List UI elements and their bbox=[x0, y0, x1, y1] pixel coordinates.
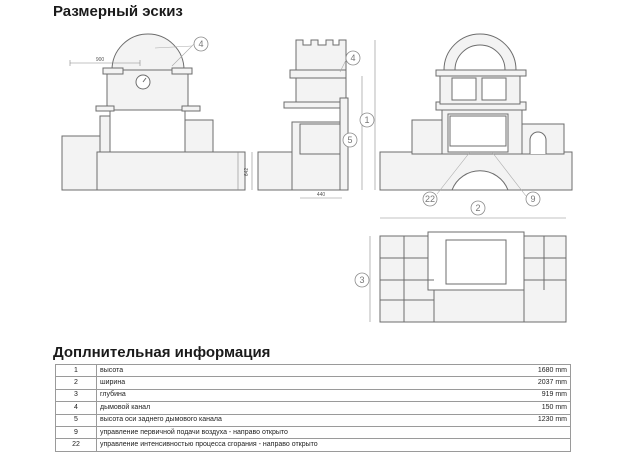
dim-440: 440 bbox=[317, 192, 326, 198]
callout-3: 3 bbox=[359, 275, 364, 285]
side-dimensions bbox=[251, 40, 376, 199]
spec-num: 22 bbox=[55, 438, 97, 452]
callout-1: 1 bbox=[364, 115, 369, 125]
spec-value bbox=[494, 425, 571, 440]
callout-circles bbox=[193, 36, 541, 288]
callout-labels: 4 1 4 5 2 3 22 9 900 642 440 bbox=[96, 39, 536, 285]
spec-value: 919 mm bbox=[494, 388, 571, 403]
spec-num: 4 bbox=[55, 401, 97, 415]
spec-label: управление первичной подачи воздуха - на… bbox=[96, 425, 494, 440]
callout-4: 4 bbox=[198, 39, 203, 49]
spec-value: 1230 mm bbox=[494, 413, 571, 427]
front-dimension bbox=[69, 45, 239, 190]
table-row: 9 управление первичной подачи воздуха - … bbox=[55, 425, 571, 440]
top-dimensions bbox=[369, 217, 566, 322]
spec-num: 2 bbox=[55, 376, 97, 390]
spec-num: 9 bbox=[55, 425, 97, 440]
spec-label: дымовой канал bbox=[96, 401, 494, 415]
spec-value: 150 mm bbox=[494, 401, 571, 415]
sketch-heading: Размерный эскиз bbox=[53, 3, 183, 20]
spec-label: глубина bbox=[96, 388, 494, 403]
top-view bbox=[379, 231, 567, 323]
table-row: 5 высота оси заднего дымового канала 123… bbox=[55, 413, 571, 427]
spec-num: 3 bbox=[55, 388, 97, 403]
spec-label: управление интенсивностью процесса сгора… bbox=[96, 438, 494, 452]
spec-label: высота bbox=[96, 363, 494, 378]
spec-num: 5 bbox=[55, 413, 97, 427]
callout-9: 9 bbox=[530, 194, 535, 204]
table-row: 1 высота 1680 mm bbox=[55, 363, 571, 378]
spec-num: 1 bbox=[55, 363, 97, 378]
side-view bbox=[257, 39, 349, 191]
callout-2: 2 bbox=[475, 203, 480, 213]
dim-642: 642 bbox=[244, 168, 250, 177]
spec-label: высота оси заднего дымового канала bbox=[96, 413, 494, 427]
spec-value bbox=[494, 438, 571, 452]
dim-900: 900 bbox=[96, 57, 105, 63]
callout-4-side: 4 bbox=[350, 53, 355, 63]
spec-table: 1 высота 1680 mm 2 ширина 2037 mm 3 глуб… bbox=[55, 363, 571, 452]
front-oven-view bbox=[379, 33, 573, 191]
callout-leaders bbox=[171, 43, 527, 197]
front-view bbox=[61, 33, 246, 191]
spec-label: ширина bbox=[96, 376, 494, 390]
info-heading: Доплнительная информация bbox=[53, 344, 271, 361]
table-row: 22 управление интенсивностью процесса сг… bbox=[55, 438, 571, 452]
table-row: 4 дымовой канал 150 mm bbox=[55, 401, 571, 415]
callout-5: 5 bbox=[347, 135, 352, 145]
fireplace-sketch: 4 1 4 5 2 3 22 9 900 642 440 bbox=[61, 33, 573, 323]
spec-value: 2037 mm bbox=[494, 376, 571, 390]
table-row: 2 ширина 2037 mm bbox=[55, 376, 571, 390]
table-row: 3 глубина 919 mm bbox=[55, 388, 571, 403]
spec-value: 1680 mm bbox=[494, 363, 571, 378]
callout-22: 22 bbox=[425, 194, 435, 204]
